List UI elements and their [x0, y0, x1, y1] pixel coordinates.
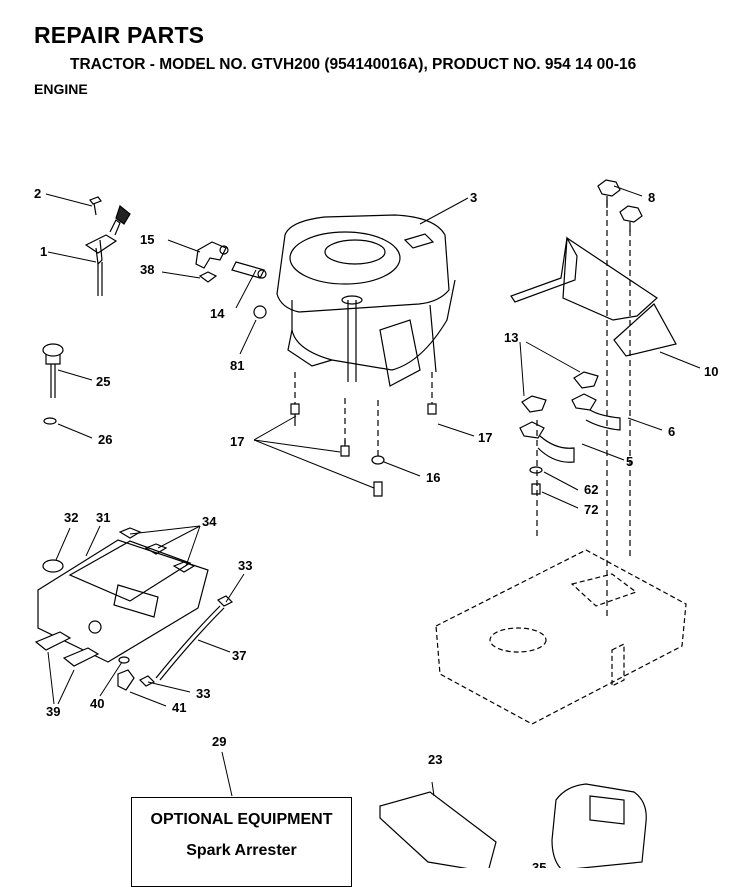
part-label-2: 2	[34, 186, 41, 201]
part-label-35: 35	[532, 860, 546, 868]
part-label-6: 6	[668, 424, 675, 439]
foam-pad-part	[118, 527, 196, 573]
part-label-5: 5	[626, 454, 633, 469]
part-label-37: 37	[232, 648, 246, 663]
engine-part	[276, 214, 456, 387]
part-label-17b: 17	[478, 430, 492, 445]
part-label-17a: 17	[230, 434, 244, 449]
part-label-32: 32	[64, 510, 78, 525]
part-label-23: 23	[428, 752, 442, 767]
knob-part	[597, 179, 643, 232]
part-label-8: 8	[648, 190, 655, 205]
leader-lines	[45, 185, 701, 797]
exhaust-pipe-part	[519, 371, 621, 495]
part-label-33a: 33	[238, 558, 252, 573]
part-label-31: 31	[96, 510, 110, 525]
part-label-25: 25	[96, 374, 110, 389]
part-label-14: 14	[210, 306, 225, 321]
air-filter-part	[37, 539, 209, 663]
part-label-3: 3	[470, 190, 477, 205]
part-label-16: 16	[426, 470, 440, 485]
filter-element-part	[34, 631, 100, 667]
part-label-39: 39	[46, 704, 60, 719]
oil-drain-part	[195, 241, 267, 319]
muffler-shield-part	[379, 791, 497, 868]
optional-equipment-box: OPTIONAL EQUIPMENT Spark Arrester	[131, 797, 352, 887]
page-title: REPAIR PARTS	[34, 22, 205, 48]
chassis-frame	[435, 549, 687, 725]
heat-shield-part	[510, 236, 677, 357]
optional-equipment-title: OPTIONAL EQUIPMENT	[150, 811, 333, 828]
spark-arrester-label: Spark Arrester	[186, 842, 297, 859]
part-label-34: 34	[202, 514, 217, 529]
part-label-15: 15	[140, 232, 154, 247]
dipstick-part	[42, 343, 64, 425]
part-label-10: 10	[704, 364, 718, 379]
alignment-lines	[294, 200, 631, 620]
part-label-26: 26	[98, 432, 112, 447]
part-label-1: 1	[40, 244, 47, 259]
part-label-41: 41	[172, 700, 186, 715]
breather-hose-part	[117, 595, 234, 691]
muffler-part	[551, 783, 647, 868]
throttle-control-part	[84, 196, 131, 296]
part-label-38: 38	[140, 262, 154, 277]
part-label-13: 13	[504, 330, 518, 345]
engine-bolts-part	[290, 403, 437, 497]
part-label-40: 40	[90, 696, 104, 711]
part-label-33b: 33	[196, 686, 210, 701]
part-number-labels: 2 1 3 5 6 8 10 13 14 15 16 17 17 23 25 2…	[34, 186, 718, 868]
part-label-62: 62	[584, 482, 598, 497]
exploded-parts-diagram: 2 1 3 5 6 8 10 13 14 15 16 17 17 23 25 2…	[34, 179, 718, 868]
part-label-81: 81	[230, 358, 244, 373]
part-label-29: 29	[212, 734, 226, 749]
section-label: ENGINE	[34, 81, 88, 97]
part-label-72: 72	[584, 502, 598, 517]
model-subtitle: TRACTOR - MODEL NO. GTVH200 (954140016A)…	[70, 56, 637, 73]
